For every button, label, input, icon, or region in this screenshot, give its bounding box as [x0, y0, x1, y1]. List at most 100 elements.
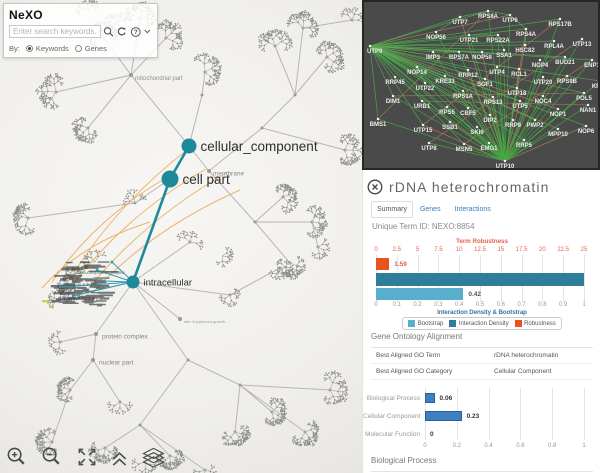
network-node-KRE33[interactable] [443, 74, 447, 78]
network-node-UTP5[interactable] [518, 99, 522, 103]
network-node-ENP1[interactable] [590, 58, 594, 62]
network-node-RPS4A[interactable] [524, 27, 528, 31]
network-node-RPS8A[interactable] [486, 9, 490, 13]
network-node-label[interactable]: NOP6 [578, 129, 595, 135]
network-node-UTP9[interactable] [368, 44, 372, 48]
network-node-label[interactable]: KRR1 [592, 84, 598, 90]
network-node-BMS1[interactable] [376, 117, 380, 121]
network-node-label[interactable]: POL5 [576, 96, 592, 102]
network-node-label[interactable]: SKI6 [470, 130, 484, 136]
network-node-label[interactable]: NOP58 [472, 55, 492, 61]
network-node-NOC4[interactable] [541, 94, 545, 98]
network-node-label[interactable]: UTP6 [502, 18, 518, 24]
network-node-DIP2[interactable] [488, 113, 492, 117]
help-icon[interactable]: ? [130, 26, 141, 38]
network-node-label[interactable]: UTP22 [416, 86, 435, 92]
network-node-label[interactable]: RPS13 [483, 100, 503, 106]
tree-node-label[interactable]: cell part [183, 172, 231, 187]
network-node-UTP22[interactable] [423, 81, 427, 85]
chevron-down-icon[interactable] [143, 27, 152, 36]
network-node-RPS1A[interactable] [461, 89, 465, 93]
network-node-RPS13[interactable] [491, 95, 495, 99]
fit-view-button[interactable] [76, 446, 98, 468]
network-node-label[interactable]: EMG1 [480, 146, 498, 152]
network-node-NOP6[interactable] [584, 124, 588, 128]
network-node-label[interactable]: UTP8 [421, 146, 437, 152]
network-node-SOF1[interactable] [483, 77, 487, 81]
tree-term-label[interactable]: site of polarized growth [184, 319, 225, 324]
network-node-HSC82[interactable] [523, 43, 527, 47]
network-node-label[interactable]: NOC4 [535, 99, 552, 105]
network-node-NOP56[interactable] [434, 30, 438, 34]
network-node-label[interactable]: UTP13 [573, 42, 592, 48]
radio-genes[interactable] [74, 45, 82, 52]
tree-term-label[interactable]: mitochondrial part [135, 76, 183, 82]
network-node-label[interactable]: DIP2 [483, 118, 497, 124]
tree-node-cellular-component[interactable] [181, 138, 197, 154]
network-node-label[interactable]: KRE33 [435, 79, 455, 85]
tab-summary[interactable]: Summary [371, 201, 413, 218]
collapse-button[interactable] [111, 446, 128, 468]
network-node-label[interactable]: BMS1 [370, 122, 387, 128]
network-node-label[interactable]: HSC82 [515, 48, 535, 54]
network-node-label[interactable]: RPS22A [486, 38, 510, 44]
tree-term-label[interactable]: ribosomal subunit precursor [58, 296, 110, 301]
network-node-IMP3[interactable] [431, 50, 435, 54]
network-node-label[interactable]: UTP21 [460, 38, 479, 44]
network-node-SSA1[interactable] [502, 48, 506, 52]
network-node-label[interactable]: NOP14 [407, 70, 427, 76]
radio-keywords[interactable] [25, 45, 33, 52]
network-node-RRP45[interactable] [393, 75, 397, 79]
network-node-RRP5[interactable] [522, 138, 526, 142]
network-node-NOP4[interactable] [538, 58, 542, 62]
network-node-SKI6[interactable] [475, 125, 479, 129]
network-node-DIM1[interactable] [391, 94, 395, 98]
tree-term-label[interactable]: ribonucleoprotein complex [76, 270, 126, 275]
network-node-label[interactable]: DIM1 [386, 99, 401, 105]
network-node-label[interactable]: RPL4A [544, 44, 564, 50]
network-node-RPS22A[interactable] [496, 33, 500, 37]
network-node-label[interactable]: ENP1 [584, 63, 598, 69]
network-node-UTP15[interactable] [421, 123, 425, 127]
network-node-label[interactable]: RRP5 [516, 143, 533, 149]
network-node-RRP9[interactable] [511, 118, 515, 122]
network-node-label[interactable]: UTP20 [534, 80, 553, 86]
network-node-label[interactable]: SSB1 [442, 125, 458, 131]
search-input[interactable] [9, 25, 101, 38]
refresh-icon[interactable] [116, 26, 127, 38]
network-node-UTP8[interactable] [427, 141, 431, 145]
network-node-EMG1[interactable] [487, 141, 491, 145]
network-node-label[interactable]: RPS1A [453, 94, 474, 100]
network-node-label[interactable]: UTP7 [452, 20, 468, 26]
layers-button[interactable] [141, 446, 166, 468]
network-node-label[interactable]: SOF1 [477, 82, 493, 88]
network-node-label[interactable]: RPS9B [557, 79, 578, 85]
network-node-NAN1[interactable] [586, 103, 590, 107]
network-node-RPS7A[interactable] [457, 50, 461, 54]
network-node-NOP1[interactable] [556, 107, 560, 111]
network-node-label[interactable]: IMP3 [426, 55, 441, 61]
network-node-CBF5[interactable] [466, 106, 470, 110]
network-node-UTP21[interactable] [467, 33, 471, 37]
network-node-label[interactable]: SSA1 [496, 53, 512, 59]
tree-node-cell-part[interactable] [161, 170, 179, 188]
network-node-SSB1[interactable] [448, 120, 452, 124]
network-node-label[interactable]: RPS5 [439, 110, 455, 116]
radio-label[interactable]: Genes [84, 44, 107, 53]
tree-term-label[interactable]: membrane [213, 171, 244, 178]
network-node-label[interactable]: NOP4 [532, 63, 549, 69]
network-node-label[interactable]: RPS7A [449, 55, 470, 61]
network-node-PWP2[interactable] [533, 118, 537, 122]
network-node-RPS17B[interactable] [558, 17, 562, 21]
network-node-URB1[interactable] [420, 99, 424, 103]
tree-term-label[interactable]: nuclear part [99, 360, 134, 367]
tree-node-intracellular[interactable] [126, 275, 140, 289]
network-node-RCL1[interactable] [517, 67, 521, 71]
network-node-RPL4A[interactable] [552, 39, 556, 43]
network-node-label[interactable]: URB1 [414, 104, 431, 110]
tree-node-label[interactable]: intracellular [144, 277, 193, 288]
network-node-UTP7[interactable] [458, 15, 462, 19]
